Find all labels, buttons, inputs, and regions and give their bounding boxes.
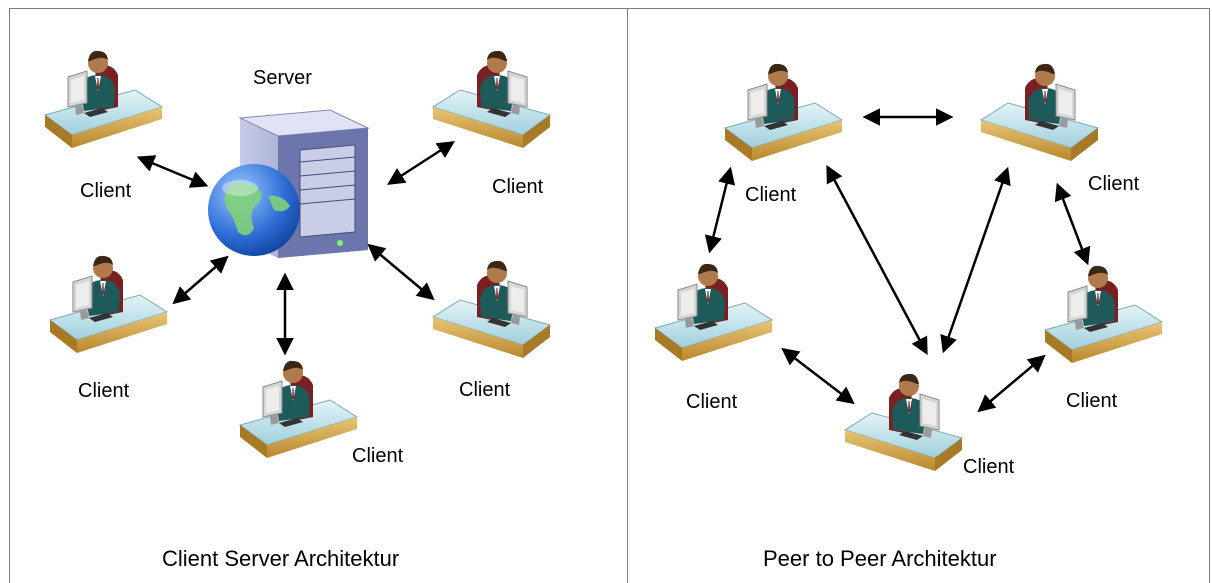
client-label: Client [80, 180, 132, 202]
client-label: Client [459, 379, 511, 401]
connection-arrow [977, 354, 1046, 413]
client-label: Client [745, 184, 797, 206]
client-label: Client [963, 456, 1015, 478]
peer-to-peer-caption: Peer to Peer Architektur [763, 546, 997, 571]
client-workstation-icon [44, 50, 163, 149]
globe-icon [208, 164, 300, 256]
server-label: Server [253, 67, 312, 89]
client-label: Client [492, 176, 544, 198]
peer-workstation-icon [654, 263, 773, 362]
client-label: Client [1088, 173, 1140, 195]
client-workstation-icon [49, 255, 168, 354]
client-server-caption: Client Server Architektur [162, 546, 399, 571]
client-workstation-icon [433, 261, 550, 358]
client-label: Client [352, 445, 404, 467]
connection-arrow [1054, 182, 1091, 266]
client-workstation-icon [433, 51, 550, 148]
peer-workstation-icon [1044, 265, 1163, 364]
client-label: Client [78, 380, 130, 402]
connection-arrow [826, 164, 928, 356]
peer-workstation-icon [845, 374, 962, 471]
client-workstation-icon [239, 360, 358, 459]
connection-arrow [781, 347, 855, 405]
panel-divider [627, 8, 628, 583]
connection-arrow [367, 243, 435, 301]
connection-arrow [704, 166, 736, 254]
connection-arrow [940, 166, 1011, 354]
peer-to-peer-panel: Client Client Client Client Client Peer … [654, 63, 1163, 571]
diagram-frame [9, 8, 1210, 583]
peer-workstation-icon [724, 63, 843, 162]
client-server-panel: Server Client Client Client Client Clien… [44, 50, 550, 571]
connection-arrow [136, 155, 209, 188]
peer-workstation-icon [981, 64, 1098, 161]
connection-arrow [172, 255, 229, 305]
client-label: Client [1066, 390, 1118, 412]
connection-arrow [387, 141, 455, 185]
client-label: Client [686, 391, 738, 413]
